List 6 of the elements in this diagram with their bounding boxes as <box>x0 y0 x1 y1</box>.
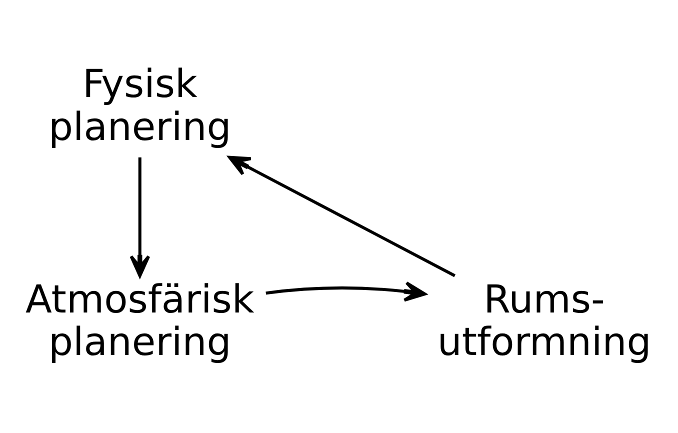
node-text: Fysisk planering <box>48 62 232 150</box>
node-text: Atmosfärisk planering <box>26 277 254 366</box>
arrow <box>130 157 150 278</box>
arrow <box>266 281 426 302</box>
node-text: Rums- utformning <box>437 277 652 366</box>
arrow <box>228 156 456 278</box>
